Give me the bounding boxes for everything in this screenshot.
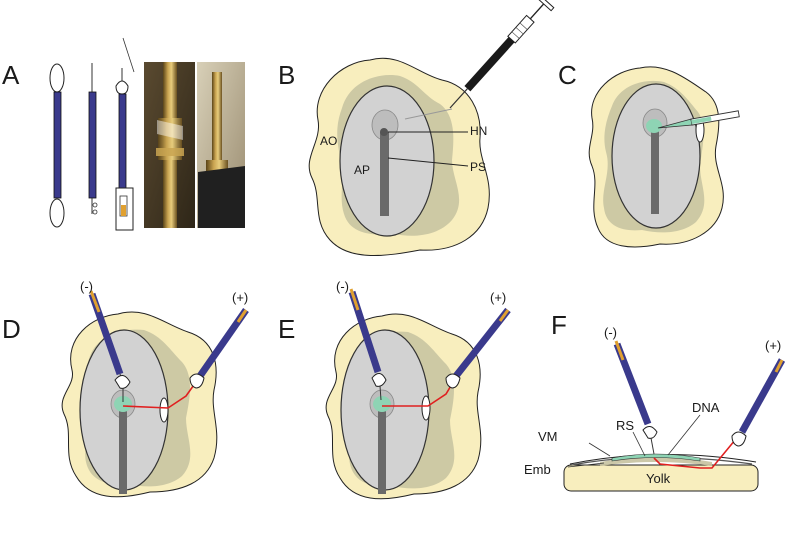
label-rs: RS [616,418,634,433]
current-path-e [382,383,453,407]
label-ap: AP [354,163,370,177]
embryo-c [588,66,740,248]
dna-target-e [373,396,391,412]
primitive-streak-b [380,132,389,216]
embryo-e [325,313,482,500]
label-ps: PS [470,160,486,174]
electrode-pos-e [445,307,511,389]
label-neg-e: (-) [336,279,349,294]
electrode-pos-d [189,307,249,389]
dna-injection-c [646,119,662,133]
panel-label-f: F [551,310,567,340]
cross-section-f [563,414,759,492]
dna-target-d [114,396,132,412]
label-pos-e: (+) [490,290,506,305]
label-emb: Emb [524,462,551,477]
electrode-neg-f [613,340,658,455]
label-yolk: Yolk [646,471,671,486]
panel-label-e: E [278,314,295,344]
label-ao: AO [320,134,337,148]
yolk-slab [563,464,759,492]
electrode-photo-1 [144,62,195,228]
electrode-neg-d [88,290,131,402]
panel-label-b: B [278,60,295,90]
current-path-d [122,381,197,409]
label-neg-f: (-) [604,325,617,340]
panel-label-d: D [2,314,21,344]
label-vm: VM [538,429,558,444]
electrode-photo-2 [197,62,245,228]
dna-layer [611,453,701,462]
panel-label-a: A [2,60,20,90]
label-dna: DNA [692,400,720,415]
syringe [449,0,555,109]
label-neg-d: (-) [80,279,93,294]
embryo-b [308,57,490,257]
electrode-pos-f [731,358,786,447]
embryo-d [61,311,218,498]
label-pos-d: (+) [232,290,248,305]
current-path-f [653,433,741,469]
electrode-neg-e [348,288,387,401]
panel-label-c: C [558,60,577,90]
label-pos-f: (+) [765,338,781,353]
electrode-drawings [49,37,135,231]
label-hn: HN [470,124,487,138]
